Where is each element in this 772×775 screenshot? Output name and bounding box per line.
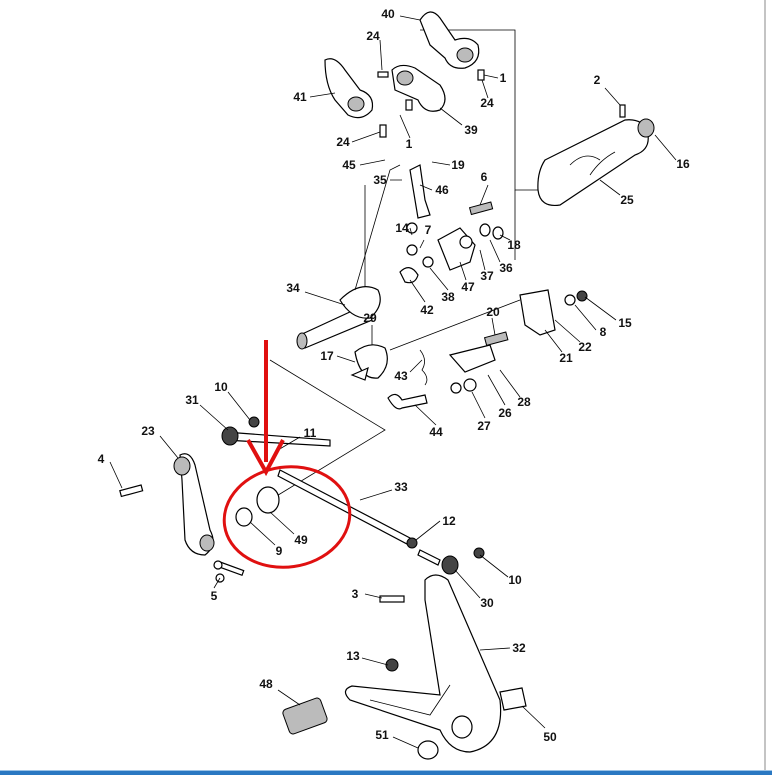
- callout-36: 36: [499, 261, 513, 275]
- callout-15: 15: [618, 316, 632, 330]
- shift-drum: [537, 104, 655, 207]
- callout-28: 28: [517, 395, 531, 409]
- callout-7: 7: [425, 223, 432, 237]
- callout-23: 23: [141, 424, 155, 438]
- leader-lines: [109, 15, 677, 749]
- callout-46: 46: [435, 183, 449, 197]
- callout-17: 17: [320, 349, 334, 363]
- small-parts: [350, 201, 588, 410]
- callout-32: 32: [512, 641, 526, 655]
- callout-9: 9: [276, 544, 283, 558]
- callout-30: 30: [480, 596, 494, 610]
- lower-linkage: [119, 416, 485, 603]
- callout-24: 24: [366, 29, 380, 43]
- callout-20: 20: [486, 305, 500, 319]
- callout-29: 29: [363, 311, 377, 325]
- callout-12: 12: [442, 514, 456, 528]
- callout-47: 47: [461, 280, 475, 294]
- callout-33: 33: [394, 480, 408, 494]
- callout-43: 43: [394, 369, 408, 383]
- callout-44: 44: [429, 425, 443, 439]
- callout-42: 42: [420, 303, 434, 317]
- callout-24: 24: [336, 135, 350, 149]
- callout-24: 24: [480, 96, 494, 110]
- callout-50: 50: [543, 730, 557, 744]
- frame-lines: [269, 0, 766, 770]
- shift-fork-41: [324, 58, 374, 119]
- callout-27: 27: [477, 419, 491, 433]
- callout-5: 5: [211, 589, 218, 603]
- callout-51: 51: [375, 728, 389, 742]
- highlight-annotation: [222, 340, 352, 569]
- callout-26: 26: [498, 406, 512, 420]
- callout-21: 21: [559, 351, 573, 365]
- callout-13: 13: [346, 649, 360, 663]
- shift-fork-40: [419, 11, 480, 69]
- callout-10: 10: [214, 380, 228, 394]
- callout-6: 6: [481, 170, 488, 184]
- callout-10: 10: [508, 573, 522, 587]
- callout-38: 38: [441, 290, 455, 304]
- callout-49: 49: [294, 533, 308, 547]
- callout-8: 8: [600, 325, 607, 339]
- callout-41: 41: [293, 90, 307, 104]
- callout-3: 3: [352, 587, 359, 601]
- callout-37: 37: [480, 269, 494, 283]
- callout-4: 4: [98, 452, 105, 466]
- callout-25: 25: [620, 193, 634, 207]
- callout-40: 40: [381, 7, 395, 21]
- callout-14: 14: [395, 221, 409, 235]
- callout-16: 16: [676, 157, 690, 171]
- callout-48: 48: [259, 677, 273, 691]
- callout-11: 11: [304, 426, 317, 440]
- callout-31: 31: [185, 393, 199, 407]
- callout-18: 18: [507, 238, 521, 252]
- bottom-border: [0, 770, 772, 775]
- highlight-circle: [222, 465, 352, 569]
- callout-labels: 40 1 24 24 41 39 1 24 2 16 45 19 35 46 6…: [98, 7, 690, 744]
- shift-fork-39: [391, 64, 446, 112]
- callout-1: 1: [500, 71, 507, 85]
- callout-2: 2: [594, 73, 601, 87]
- callout-22: 22: [578, 340, 592, 354]
- callout-1: 1: [406, 137, 413, 151]
- callout-45: 45: [342, 158, 356, 172]
- callout-19: 19: [451, 158, 465, 172]
- callout-34: 34: [286, 281, 300, 295]
- shift-lever: [282, 574, 527, 760]
- shifter-shaft: [296, 164, 431, 350]
- callout-35: 35: [373, 173, 387, 187]
- callout-39: 39: [464, 123, 478, 137]
